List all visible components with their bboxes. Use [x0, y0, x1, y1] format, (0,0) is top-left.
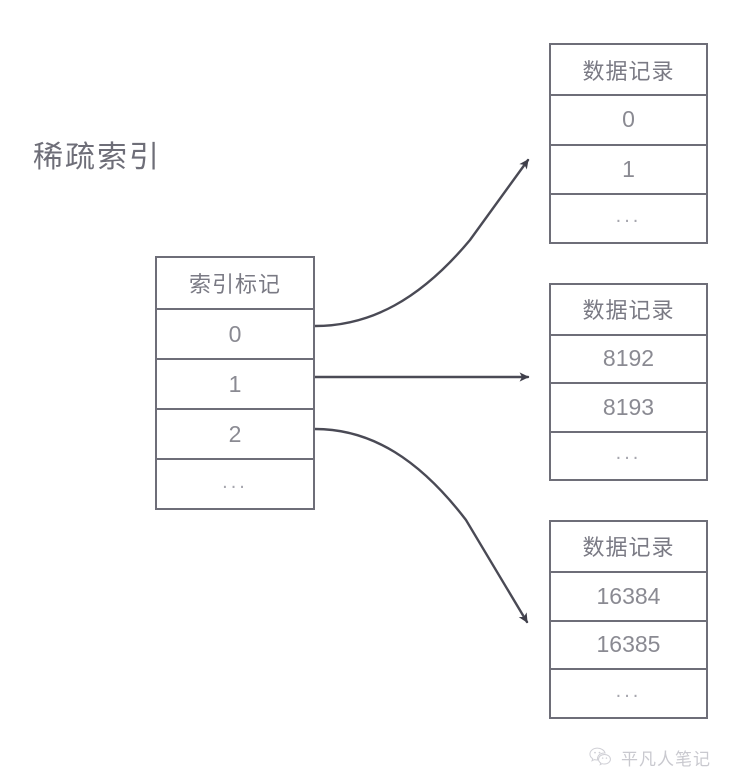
data-table-row: 8193 — [551, 382, 706, 431]
data-table-row: 16384 — [551, 570, 706, 620]
data-table-row: 16385 — [551, 619, 706, 669]
data-table-row: 8192 — [551, 333, 706, 383]
arrow-index-0-to-data-0 — [313, 158, 530, 328]
data-table-row: 1 — [551, 143, 706, 193]
data-record-table-2: 数据记录 16384 16385 ... — [549, 520, 708, 719]
index-table-row: ... — [157, 458, 313, 508]
data-table-header: 数据记录 — [582, 58, 675, 84]
watermark: 平凡人笔记 — [588, 742, 711, 772]
data-table-row: ... — [551, 668, 706, 717]
data-table-header: 数据记录 — [582, 298, 675, 324]
data-record-table-1: 数据记录 8192 8193 ... — [549, 283, 708, 481]
index-table-header: 索引标记 — [188, 272, 281, 297]
page-title: 稀疏索引 — [33, 141, 161, 174]
data-table-row: ... — [551, 430, 706, 480]
data-table-row: ... — [551, 192, 706, 242]
wechat-icon — [589, 747, 611, 766]
data-table-row: 0 — [551, 94, 706, 143]
index-table-row: 2 — [157, 408, 313, 458]
data-record-table-0: 数据记录 0 1 ... — [549, 43, 708, 244]
index-table-row: 0 — [157, 308, 313, 358]
arrow-index-2-to-data-2 — [313, 427, 529, 624]
index-table-row: 1 — [157, 358, 313, 408]
data-table-header: 数据记录 — [582, 535, 675, 561]
watermark-text: 平凡人笔记 — [621, 749, 711, 769]
